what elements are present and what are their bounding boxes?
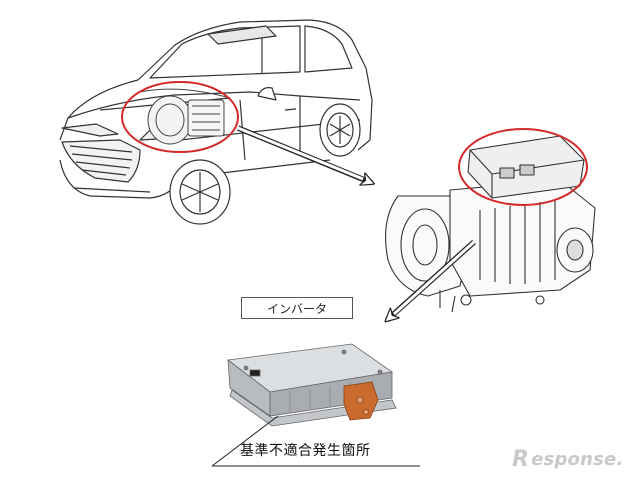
watermark-text: esponse. <box>531 448 624 470</box>
response-watermark: R esponse. <box>512 446 624 472</box>
inverter-label-box: インバータ <box>241 297 353 319</box>
response-logo-icon: R <box>512 446 530 472</box>
car-powertrain-icon <box>139 88 231 145</box>
inverter-label: インバータ <box>266 301 327 316</box>
callout-leader <box>211 415 420 467</box>
transmission-line-drawing-icon <box>385 135 596 313</box>
defect-location-label: 基準不適合発生箇所 <box>240 443 371 459</box>
car-highlight-circle <box>121 81 239 153</box>
inverter-photo-icon <box>226 343 397 427</box>
arrows <box>236 125 476 320</box>
inverter-highlight-circle <box>458 128 588 206</box>
